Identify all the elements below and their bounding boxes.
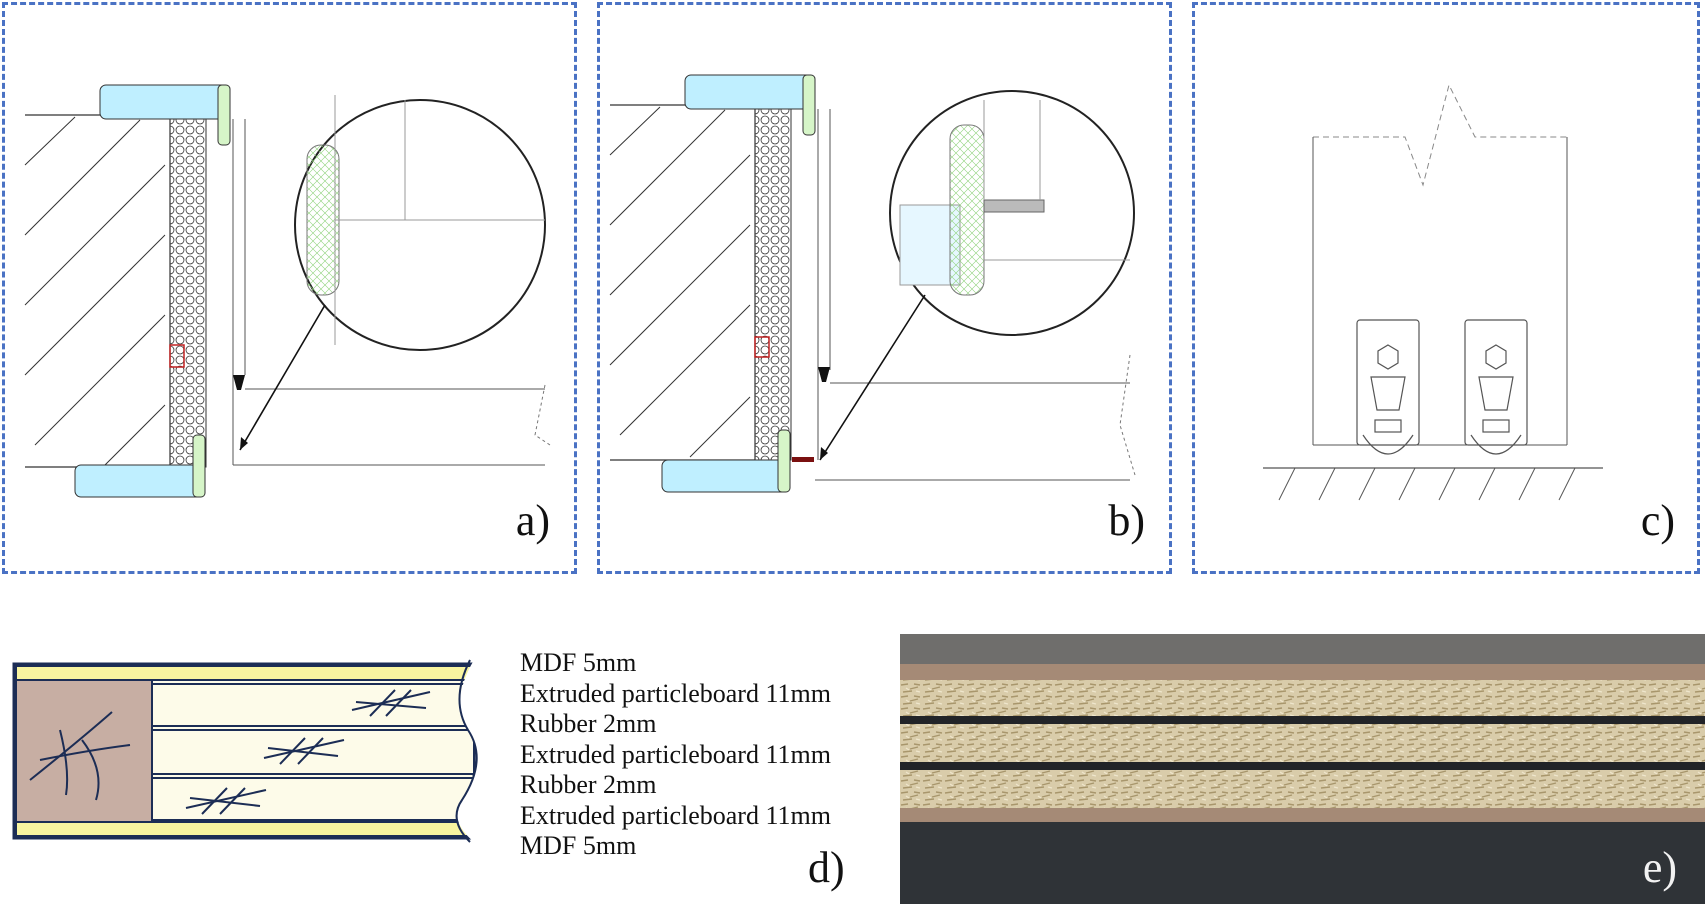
panel-label-a: a) (515, 496, 550, 545)
panel-a-door-section: a) (2, 2, 577, 574)
door-section-drawing-a (24, 84, 551, 498)
layer-label: Rubber 2mm (520, 709, 657, 738)
layer-label: MDF 5mm (520, 831, 637, 860)
panel-d-layer-section (0, 620, 900, 904)
panel-b-door-section: b) (597, 2, 1172, 574)
panel-label-d: d) (808, 843, 845, 892)
layer-label: Extruded particleboard 11mm (520, 678, 831, 708)
board-photo-illustration (900, 634, 1705, 904)
layer-label-list: MDF 5mm Extruded particleboard 11mm Rubb… (520, 648, 831, 862)
door-section-drawing-b (609, 74, 1136, 493)
layer-label: Rubber 2mm (520, 770, 657, 799)
drop-seal-left (1356, 319, 1420, 455)
panel-label-e: e) (1642, 843, 1677, 892)
layer-label: Extruded particleboard 11mm (520, 739, 831, 769)
drop-seal-right (1464, 319, 1528, 455)
panel-e-board-photo: e) (900, 634, 1705, 904)
composite-board-section-drawing (12, 659, 500, 843)
panel-c-door-bottom-seals: c) (1192, 2, 1700, 574)
panel-label-b: b) (1108, 496, 1145, 545)
layer-label: Extruded particleboard 11mm (520, 800, 831, 830)
door-bottom-seal-drawing (1263, 83, 1603, 501)
layer-label: MDF 5mm (520, 648, 637, 677)
panel-label-c: c) (1640, 496, 1675, 545)
